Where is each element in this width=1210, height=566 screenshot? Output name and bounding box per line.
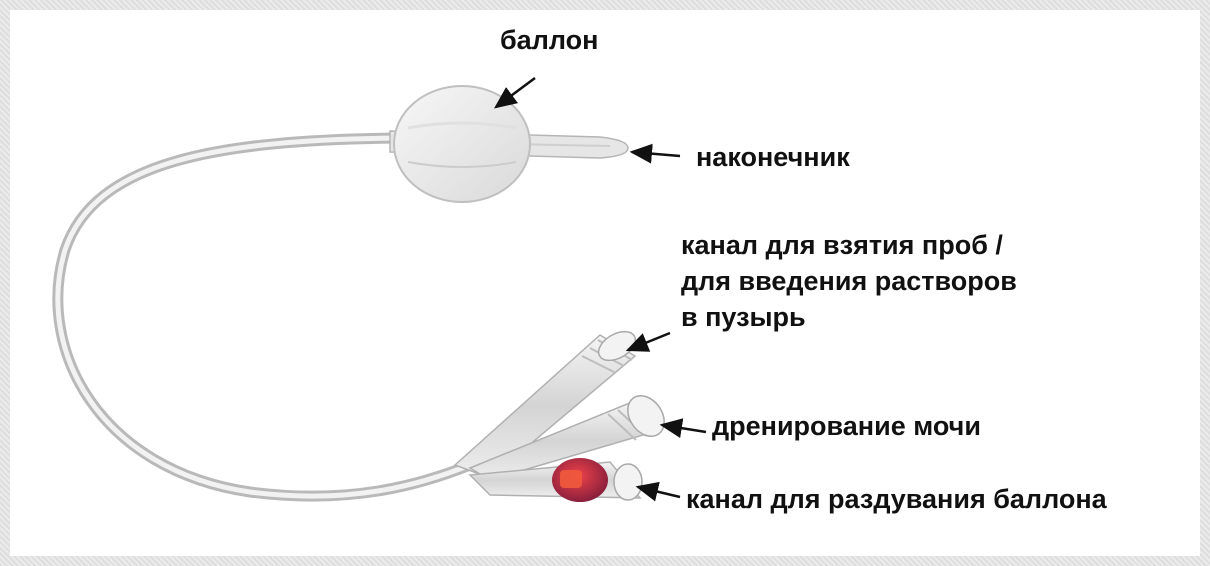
balloon-shape [394,86,530,202]
inflation-valve [552,458,608,502]
balloon-label: баллон [500,22,598,58]
inflation-channel-arrow [638,487,680,497]
sampling-channel-line-1: канал для взятия проб / [681,227,1017,263]
tip-label: наконечник [696,139,850,175]
balloon-arrow [496,78,535,107]
sampling-channel-label: канал для взятия проб / для введения рас… [681,227,1017,335]
tip-arrow [632,152,680,156]
sampling-channel-line-3: в пузырь [681,299,1017,335]
drainage-label: дренирование мочи [712,408,981,444]
sampling-channel-line-2: для введения растворов [681,263,1017,299]
inflation-channel-label: канал для раздувания баллона [686,481,1107,517]
drainage-arrow [662,425,706,432]
catheter-tube [58,138,470,496]
